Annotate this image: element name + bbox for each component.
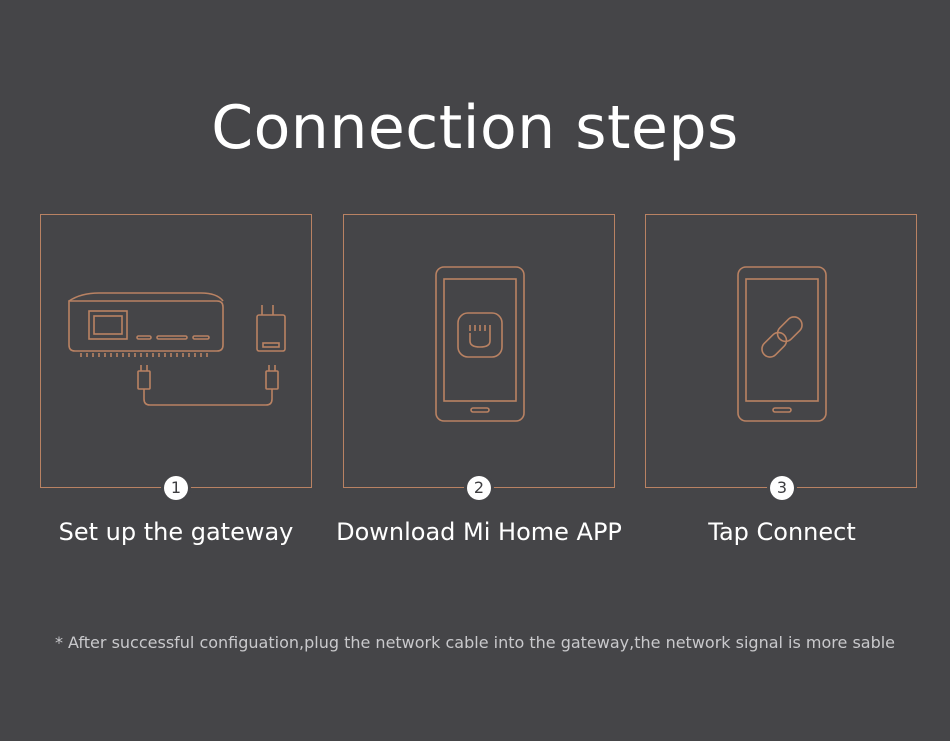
gateway-with-power-adapter-icon: [68, 292, 286, 406]
step-1-label: Set up the gateway: [58, 518, 294, 546]
step-2-number-badge: 2: [467, 476, 491, 500]
phone-mi-home-app-icon: [435, 266, 525, 422]
step-2-panel: [343, 214, 615, 488]
phone-link-icon: [737, 266, 827, 422]
page-title: Connection steps: [211, 93, 739, 163]
step-1-number-badge: 1: [164, 476, 188, 500]
footnote: * After successful configuation,plug the…: [54, 633, 896, 652]
step-3-label: Tap Connect: [708, 518, 856, 546]
step-3-number-badge: 3: [770, 476, 794, 500]
step-2-label: Download Mi Home APP: [336, 518, 622, 546]
step-1-panel: [40, 214, 312, 488]
step-3-panel: [645, 214, 917, 488]
